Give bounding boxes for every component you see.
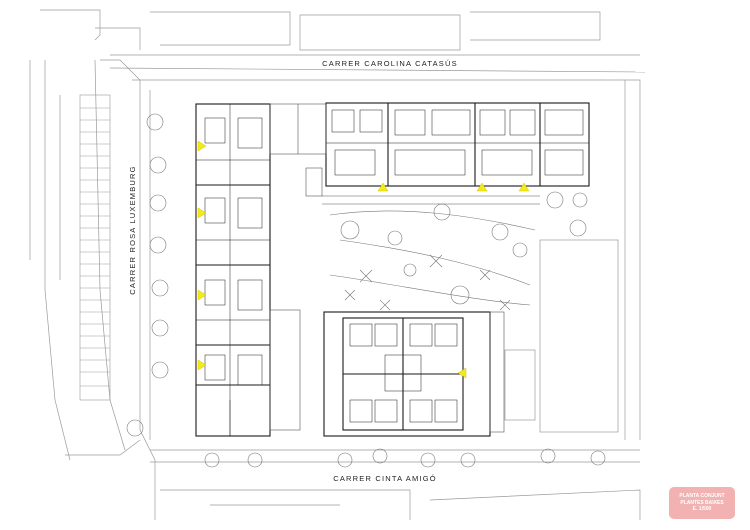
entrance-marker (197, 289, 207, 301)
entrance-marker (518, 182, 530, 192)
entrance-marker (197, 207, 207, 219)
north-block (325, 102, 590, 187)
entrance-marker (476, 182, 488, 192)
south-block (323, 311, 491, 437)
entrance-marker (457, 367, 467, 379)
street-trees (126, 113, 606, 468)
title-block: PLANTA CONJUNT PLANTES BAIXES E. 1/500 (669, 487, 735, 519)
title-block-line2: PLANTES BAIXES (680, 499, 724, 506)
context-buildings (29, 9, 646, 520)
entrance-markers (197, 140, 530, 379)
title-block-scale: E. 1/500 (692, 506, 712, 513)
street-label-south: CARRER CINTA AMIGÓ (333, 474, 437, 483)
parking-stalls (79, 94, 111, 401)
title-block-line1: PLANTA CONJUNT (679, 493, 725, 500)
entrance-marker (197, 140, 207, 152)
west-block (195, 103, 271, 437)
street-label-north: CARRER CAROLINA CATASÚS (322, 59, 458, 68)
entrance-marker (377, 182, 389, 192)
courtyard-landscape (329, 191, 588, 311)
north-block-units (326, 109, 589, 176)
west-block-units (196, 117, 270, 436)
south-block-units (349, 323, 458, 423)
street-label-west: CARRER ROSA LUXEMBURG (128, 165, 137, 294)
entrance-marker (197, 359, 207, 371)
walkways (269, 103, 540, 433)
